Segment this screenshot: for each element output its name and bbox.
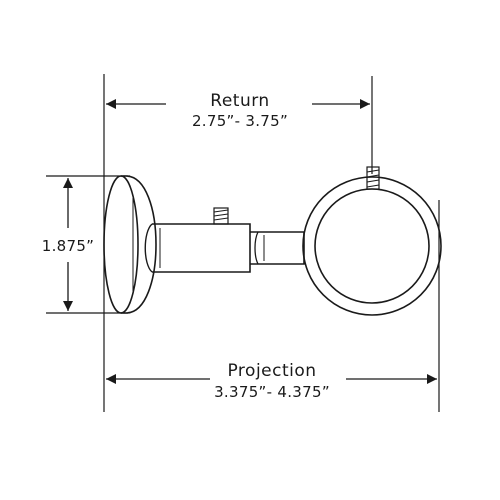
height-dimension: 1.875”	[42, 178, 95, 311]
bracket-illustration	[103, 166, 442, 316]
post-end	[144, 223, 153, 273]
wall-plate-edge	[121, 175, 157, 314]
return-dimension: Return 2.75”- 3.75”	[106, 91, 370, 130]
wall-plate-face	[103, 175, 139, 314]
ring-screw-thread	[366, 179, 380, 183]
projection-label: Projection	[227, 361, 316, 381]
extension-rod	[250, 231, 305, 265]
return-label: Return	[210, 91, 269, 111]
rod-collar	[254, 231, 259, 265]
return-value: 2.75”- 3.75”	[192, 112, 288, 130]
post-screw-thread	[213, 213, 229, 217]
ring-set-screw	[366, 166, 380, 190]
post-screw-thread	[213, 217, 229, 221]
rod-body	[250, 231, 305, 265]
ring-screw-thread	[366, 169, 380, 173]
ring-screw-body	[366, 166, 380, 190]
ring-screw-thread	[366, 184, 380, 188]
projection-dimension: Projection 3.375”- 4.375”	[106, 361, 437, 401]
wall-plate	[103, 175, 157, 314]
projection-value: 3.375”- 4.375”	[214, 383, 330, 401]
bracket-post	[144, 223, 251, 273]
post-body	[152, 223, 251, 273]
rod-ring	[302, 176, 442, 316]
ring-outer	[302, 176, 442, 316]
ring-inner	[314, 188, 430, 304]
height-value: 1.875”	[42, 237, 95, 255]
ring-screw-thread	[366, 174, 380, 178]
post-set-screw	[213, 207, 229, 225]
post-screw-thread	[213, 209, 229, 213]
